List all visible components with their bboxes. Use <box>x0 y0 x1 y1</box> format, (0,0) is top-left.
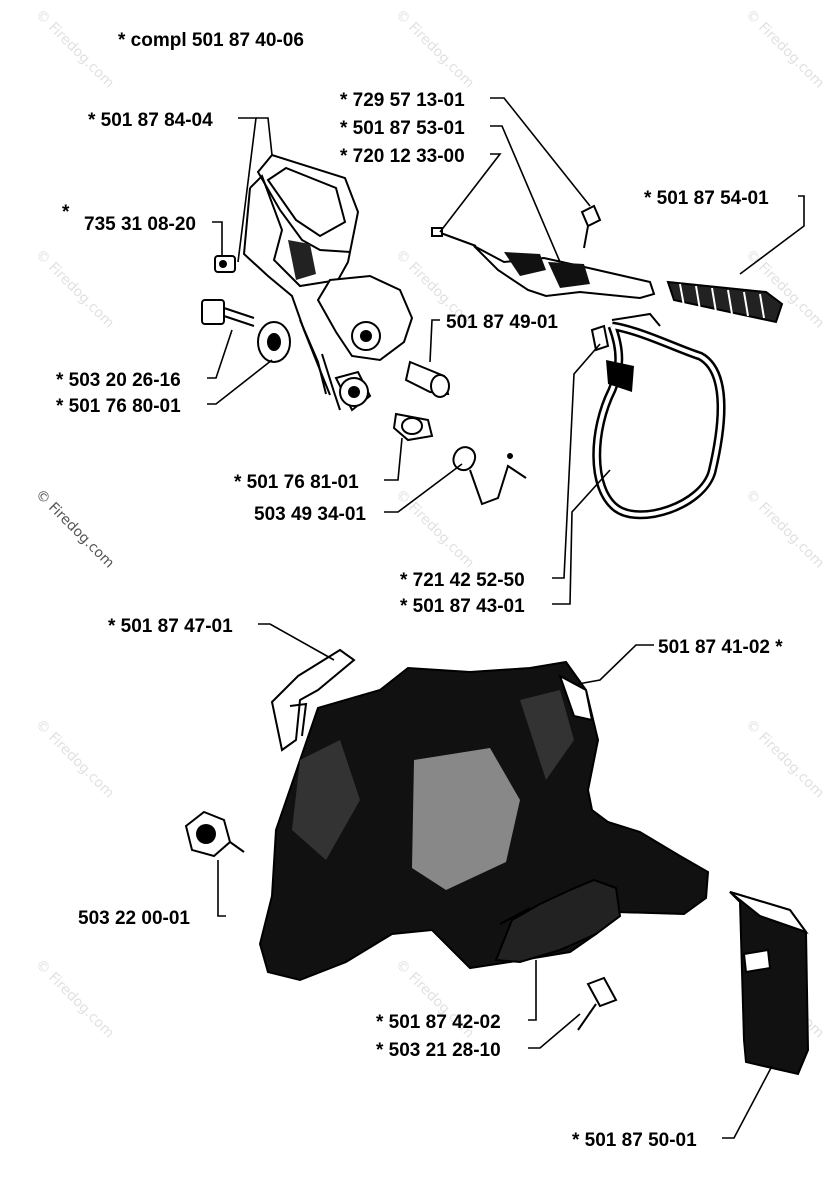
part-label: 503 22 00-01 <box>78 908 190 929</box>
part-label: * 501 87 50-01 <box>572 1130 697 1151</box>
watermark-text: © Firedog.com <box>32 7 117 92</box>
washer-drawing <box>392 412 434 442</box>
spring-drawing <box>452 446 527 506</box>
watermark-text: © Firedog.com <box>392 487 477 572</box>
part-label: * 501 87 43-01 <box>400 596 525 617</box>
part-label: * 501 87 47-01 <box>108 616 233 637</box>
nut-drawing <box>184 810 245 858</box>
plate-screw-drawing <box>577 976 618 1031</box>
part-label: * 503 20 26-16 <box>56 370 181 391</box>
assembly-label: * compl 501 87 40-06 <box>118 30 304 51</box>
part-label: 503 49 34-01 <box>254 504 366 525</box>
part-label: * 503 21 28-10 <box>376 1040 501 1061</box>
brake-handle-drawing <box>242 153 414 412</box>
plate-drawing <box>494 878 622 964</box>
rivet-drawing <box>590 324 610 352</box>
part-label: 501 87 41-02 * <box>658 637 783 658</box>
watermark-text: © Firedog.com <box>32 247 117 332</box>
part-label: * 720 12 33-00 <box>340 146 465 167</box>
part-label: * 501 87 84-04 <box>88 110 213 131</box>
part-label: * 721 42 52-50 <box>400 570 525 591</box>
watermark-text: © Firedog.com <box>742 717 827 802</box>
pin-drawing <box>214 255 236 273</box>
leader-lines <box>207 97 805 1139</box>
part-label: 501 87 49-01 <box>446 312 558 333</box>
labels: * compl 501 87 40-06 * 501 87 84-04 735 … <box>56 30 783 1151</box>
screw-drawing <box>201 299 255 327</box>
watermark-text: © Firedog.com <box>32 717 117 802</box>
part-label: 735 31 08-20 <box>84 214 196 235</box>
shaft-pin-drawing <box>404 360 450 398</box>
part-label: * 501 87 42-02 <box>376 1012 501 1033</box>
bushing-drawing <box>257 321 291 363</box>
part-label: * 729 57 13-01 <box>340 90 465 111</box>
part-label: * 501 87 53-01 <box>340 118 465 139</box>
watermark-text-dark: © Firedog.com <box>32 487 117 572</box>
part-label: * 501 76 80-01 <box>56 396 181 417</box>
lever-drawing <box>431 204 656 300</box>
watermark-text: © Firedog.com <box>742 247 827 332</box>
chain-cover-drawing <box>258 660 710 982</box>
bracket-drawing <box>270 648 356 752</box>
part-label: * 501 87 54-01 <box>644 188 769 209</box>
watermark-text: © Firedog.com <box>32 957 117 1042</box>
guard-drawing <box>729 891 810 1076</box>
watermark-text: © Firedog.com <box>742 487 827 572</box>
brake-band-drawing <box>592 312 726 520</box>
sleeve-drawing <box>666 280 784 324</box>
watermark-text: © Firedog.com <box>742 7 827 92</box>
watermark-text: © Firedog.com <box>392 7 477 92</box>
part-label: * 501 76 81-01 <box>234 472 359 493</box>
part-label-asterisk: * <box>62 202 70 223</box>
